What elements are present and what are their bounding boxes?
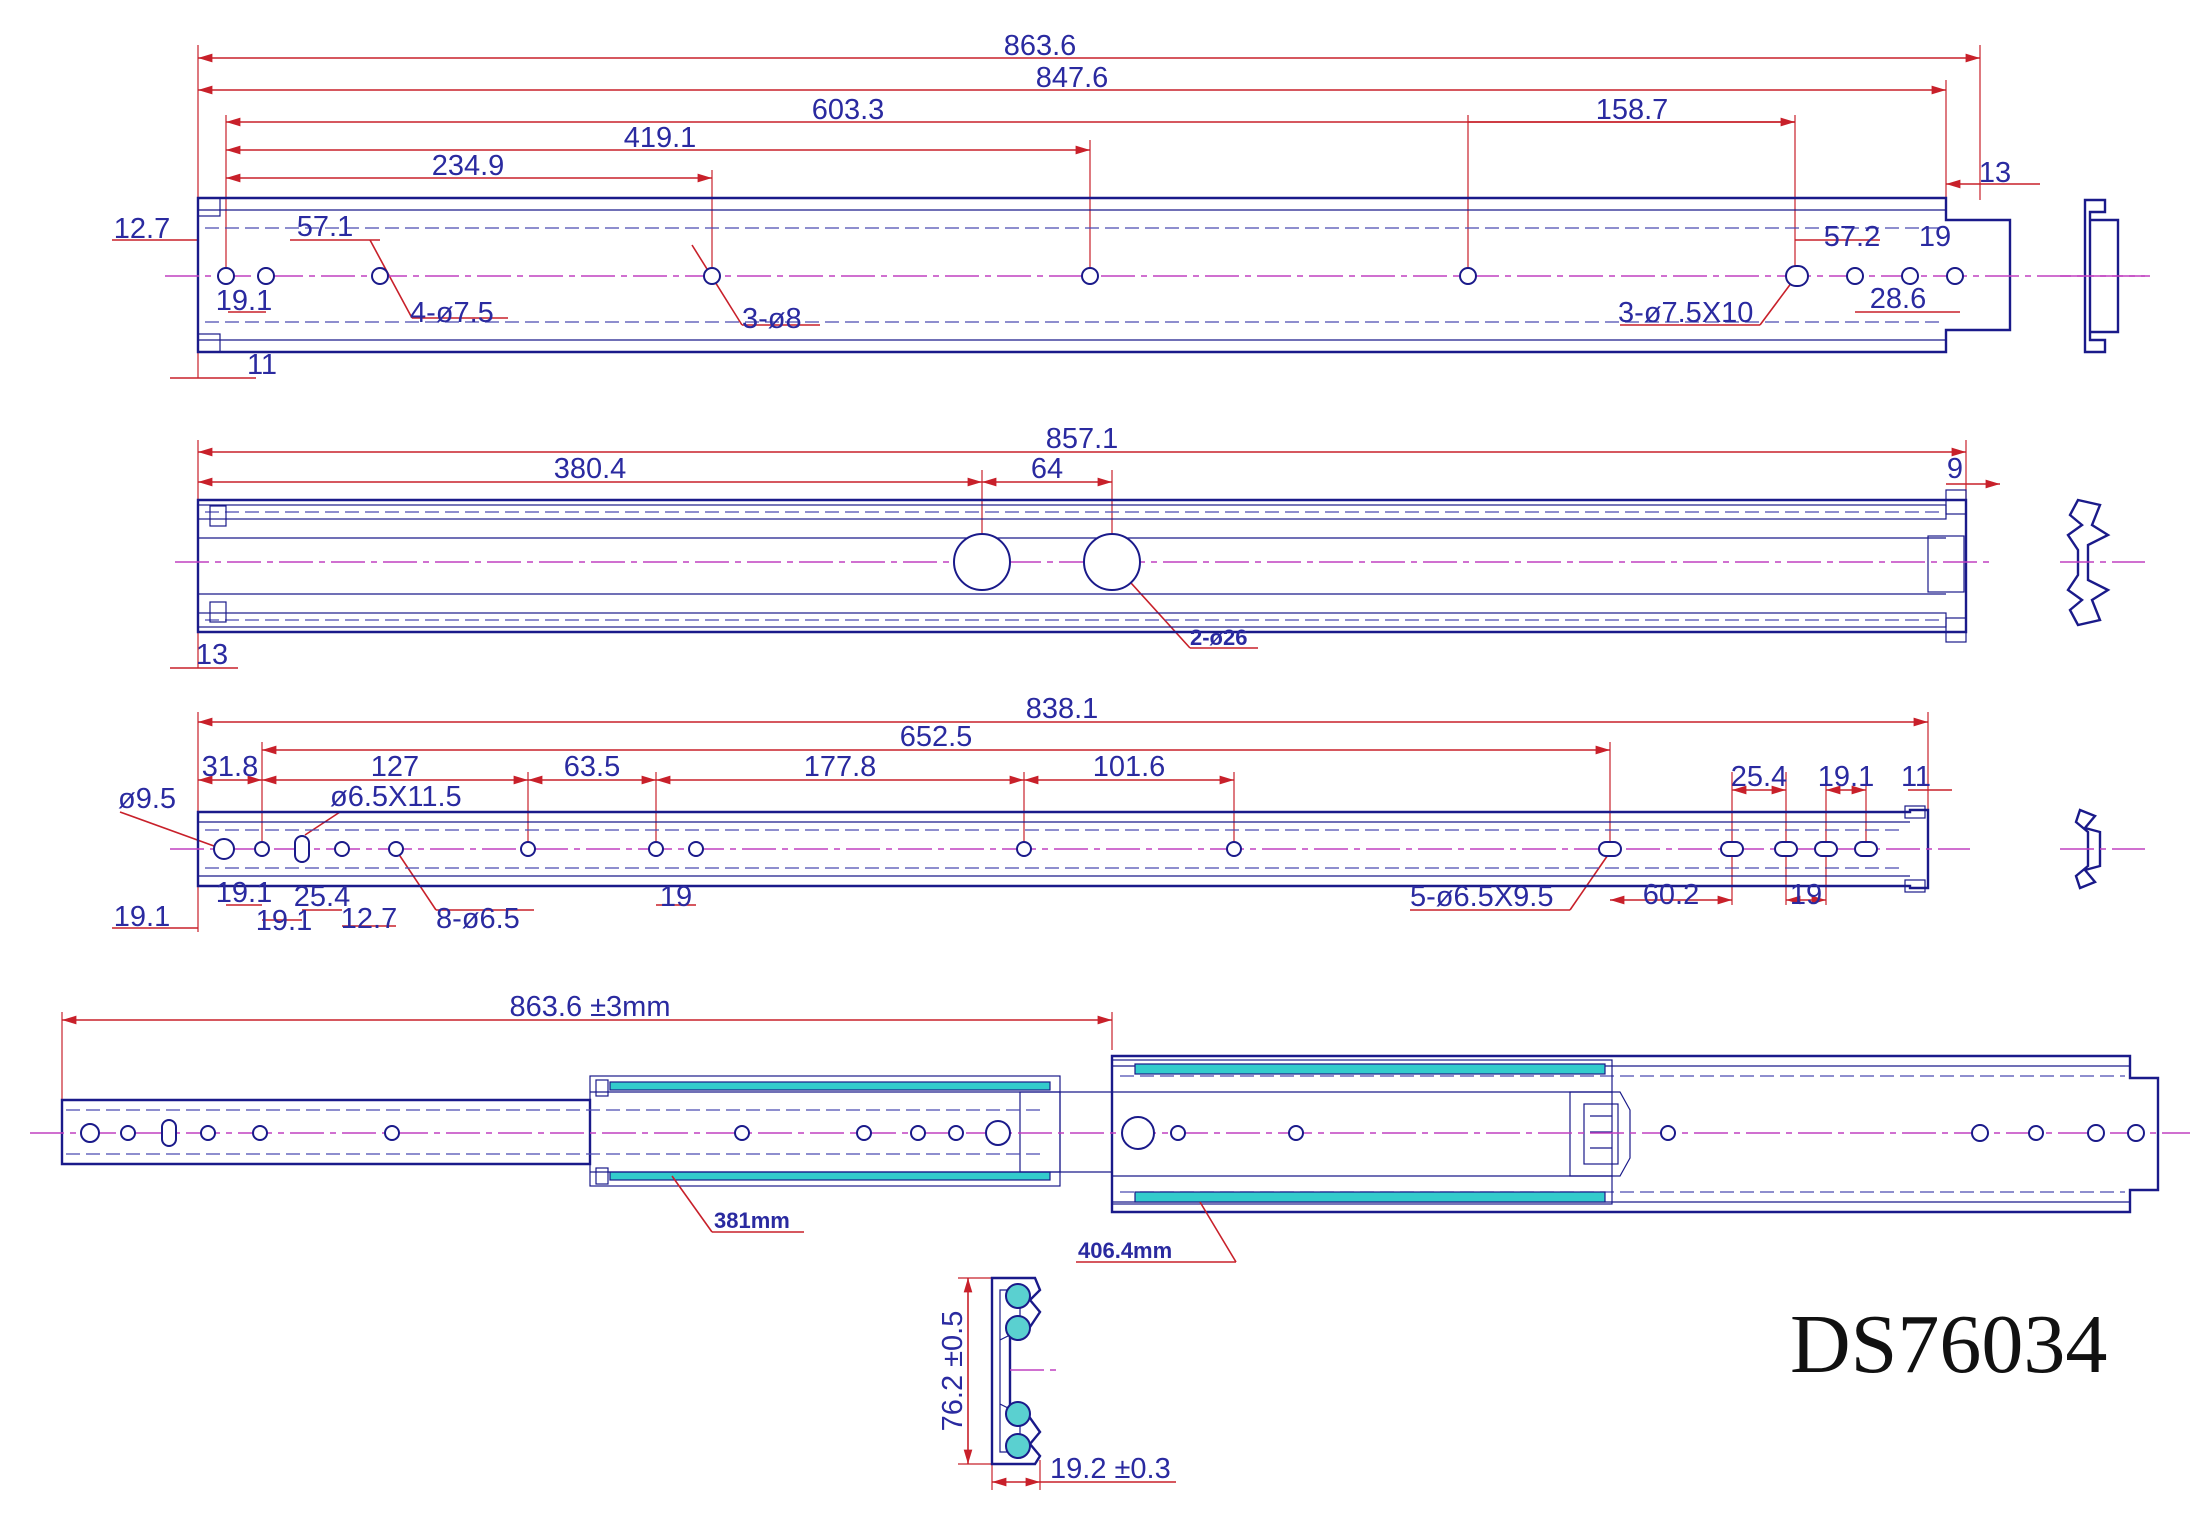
cross-section-view: 76.2 ±0.5 19.2 ±0.3 — [937, 1276, 1176, 1490]
dim-652-5: 652.5 — [900, 721, 973, 753]
dim-19: 19 — [1919, 221, 1951, 253]
dim-234-9: 234.9 — [432, 150, 505, 182]
dim-28-6: 28.6 — [1870, 283, 1926, 315]
dim-11-right: 11 — [1901, 761, 1931, 793]
dim-19-left: 25.4 — [294, 881, 350, 913]
callout-3-holes-8: 3-ø8 — [742, 303, 802, 335]
callout-hole-9-5: ø9.5 — [118, 783, 176, 815]
dim-9: 9 — [1947, 453, 1963, 485]
outer-member-view: 863.6 847.6 603.3 158.7 419.1 234.9 13 1… — [112, 30, 2150, 381]
dim-127: 127 — [371, 751, 419, 783]
assembly-view: 863.6 ±3mm 381mm 406.4mm — [30, 991, 2190, 1263]
dim-63-5: 63.5 — [564, 751, 620, 783]
dim-25-4-right: 25.4 — [1731, 761, 1787, 793]
dim-12-7-left: 19.1 — [114, 901, 170, 933]
dim-13-end: 13 — [1979, 157, 2011, 189]
model-number: DS76034 — [1790, 1298, 2107, 1391]
intermediate-member-view: 857.1 380.4 64 9 13 2-ø26 — [170, 423, 2145, 671]
callout-3-slots-7-5x10: 3-ø7.5X10 — [1618, 297, 1753, 329]
dim-19-1-right: 19.1 — [1818, 761, 1874, 793]
dim-extension-863-6: 863.6 ±3mm — [510, 991, 671, 1023]
dim-857-1: 857.1 — [1046, 423, 1119, 455]
dim-19-1-b: 19.1 — [256, 905, 312, 937]
dim-158-7: 158.7 — [1596, 94, 1669, 126]
dim-25-4-left: 12.7 — [341, 903, 397, 935]
dim-64: 64 — [1031, 453, 1063, 485]
callout-2-holes-26: 2-ø26 — [1190, 625, 1247, 650]
dim-19-1-a: 19.1 — [216, 877, 272, 909]
dim-19-1: 19.1 — [216, 285, 272, 317]
dim-57-1: 57.1 — [297, 211, 353, 243]
dim-11: 11 — [247, 349, 277, 381]
dim-12-7: 12.7 — [114, 213, 170, 245]
dim-31-8: 31.8 — [202, 751, 258, 783]
dim-57-2: 57.2 — [1824, 221, 1880, 253]
dim-19-1-c: 19 — [660, 881, 692, 913]
dim-13-start: 13 — [196, 639, 228, 671]
dim-863-6: 863.6 — [1004, 30, 1077, 62]
dim-847-6: 847.6 — [1036, 62, 1109, 94]
dim-60-2: 60.2 — [1643, 879, 1699, 911]
dim-603-3: 603.3 — [812, 94, 885, 126]
label-381mm: 381mm — [714, 1208, 790, 1233]
callout-8-holes-6-5: 8-ø6.5 — [436, 903, 520, 935]
dim-419-1: 419.1 — [624, 122, 697, 154]
label-406-4mm: 406.4mm — [1078, 1238, 1172, 1263]
inner-member-view: 838.1 652.5 31.8 127 63.5 177.8 101.6 25… — [112, 693, 2145, 937]
dim-19-right: 19 — [1790, 879, 1822, 911]
dim-838-1: 838.1 — [1026, 693, 1099, 725]
dim-thickness-19-2: 19.2 ±0.3 — [1050, 1453, 1171, 1485]
callout-slot-6-5x11-5: ø6.5X11.5 — [330, 781, 462, 813]
callout-5-slots-6-5x9-5: 5-ø6.5X9.5 — [1410, 881, 1553, 913]
dim-101-6: 101.6 — [1093, 751, 1166, 783]
dim-177-8: 177.8 — [804, 751, 877, 783]
dim-height-76-2: 76.2 ±0.5 — [937, 1311, 969, 1432]
callout-4-holes-7-5: 4-ø7.5 — [410, 297, 494, 329]
dim-380-4: 380.4 — [554, 453, 627, 485]
